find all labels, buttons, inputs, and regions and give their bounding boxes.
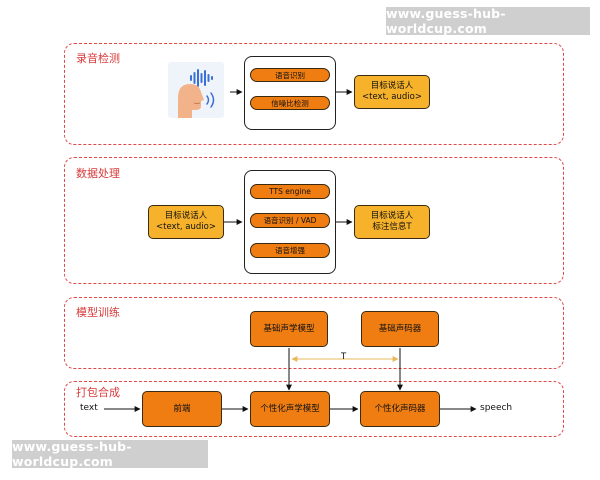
target-speaker-line1: 目标说话人 — [370, 81, 414, 91]
step-snr-check: 信噪比检测 — [250, 96, 330, 110]
step-asr-vad: 语音识别 / VAD — [250, 213, 330, 228]
step-speech-enhancement: 语音增强 — [250, 243, 330, 258]
speaker-illustration-icon — [168, 62, 224, 118]
t-label: T — [341, 352, 347, 362]
personal-vocoder: 个性化声码器 — [360, 391, 440, 427]
section-packaging — [64, 381, 564, 437]
step-speech-recognition: 语音识别 — [250, 68, 330, 82]
target-speaker-input: 目标说话人 <text, audio> — [148, 205, 224, 239]
input-line1: 目标说话人 — [164, 211, 208, 221]
step-tts-engine: TTS engine — [250, 184, 330, 199]
base-acoustic-model: 基础声学模型 — [250, 311, 328, 347]
target-speaker-output-2: 目标说话人 标注信息T — [354, 205, 430, 239]
personal-acoustic-model: 个性化声学模型 — [250, 391, 330, 427]
target-speaker-output-1: 目标说话人 <text, audio> — [354, 75, 430, 109]
output2-line2: 标注信息T — [372, 222, 412, 232]
section-title-recording: 录音检测 — [76, 52, 120, 65]
section-title-processing: 数据处理 — [76, 167, 120, 180]
section-title-training: 模型训练 — [76, 306, 120, 319]
watermark-bottom: www.guess-hub-worldcup.com — [12, 439, 208, 469]
output-speech-label: speech — [480, 403, 513, 413]
watermark-top: www.guess-hub-worldcup.com — [386, 6, 590, 36]
input-line2: <text, audio> — [156, 222, 216, 232]
section-processing — [64, 157, 564, 284]
section-title-packaging: 打包合成 — [76, 386, 120, 399]
section-training — [64, 297, 564, 369]
output2-line1: 目标说话人 — [370, 211, 414, 221]
section-recording — [64, 43, 564, 145]
input-text-label: text — [80, 403, 98, 413]
frontend-box: 前端 — [142, 391, 222, 427]
base-vocoder: 基础声码器 — [361, 311, 439, 347]
target-speaker-line2: <text, audio> — [362, 92, 422, 102]
